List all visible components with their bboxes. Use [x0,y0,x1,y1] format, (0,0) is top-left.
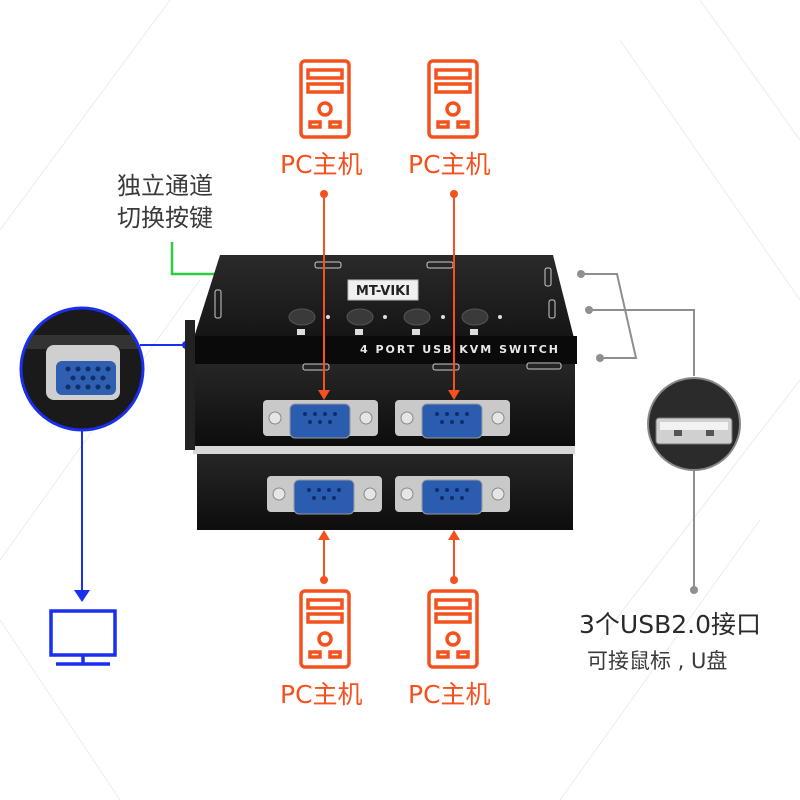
usb-port-icon [647,377,741,471]
pc-label-bottom-left: PC主机 [280,680,363,709]
button-note-line2: 切换按键 [117,204,213,232]
pc-label-top-right: PC主机 [408,150,491,179]
desktop-tower-icon [299,589,351,669]
monitor-icon [49,609,117,666]
brand-logo: MT-VIKI [356,284,410,299]
pc-label-top-left: PC主机 [280,150,363,179]
pc-label-bottom-right: PC主机 [408,680,491,709]
usb-note-title: 3个USB2.0接口 [579,610,761,639]
usb-connector-lines [581,273,695,587]
desktop-tower-icon [427,59,479,139]
vga-port-icon [19,306,145,432]
button-note-line1: 独立通道 [117,172,213,200]
vga-ports-lower [267,476,510,515]
usb-note-subtitle: 可接鼠标 , U盘 [587,649,728,673]
model-text: 4 PORT USB KVM SWITCH [360,343,560,356]
desktop-tower-icon [427,589,479,669]
button-note: 独立通道 切换按键 [117,170,213,234]
desktop-tower-icon [299,59,351,139]
kvm-switch-device: MT-VIKI 4 PORT USB KVM SWITCH [185,255,577,530]
vga-connector-lines [81,344,185,590]
